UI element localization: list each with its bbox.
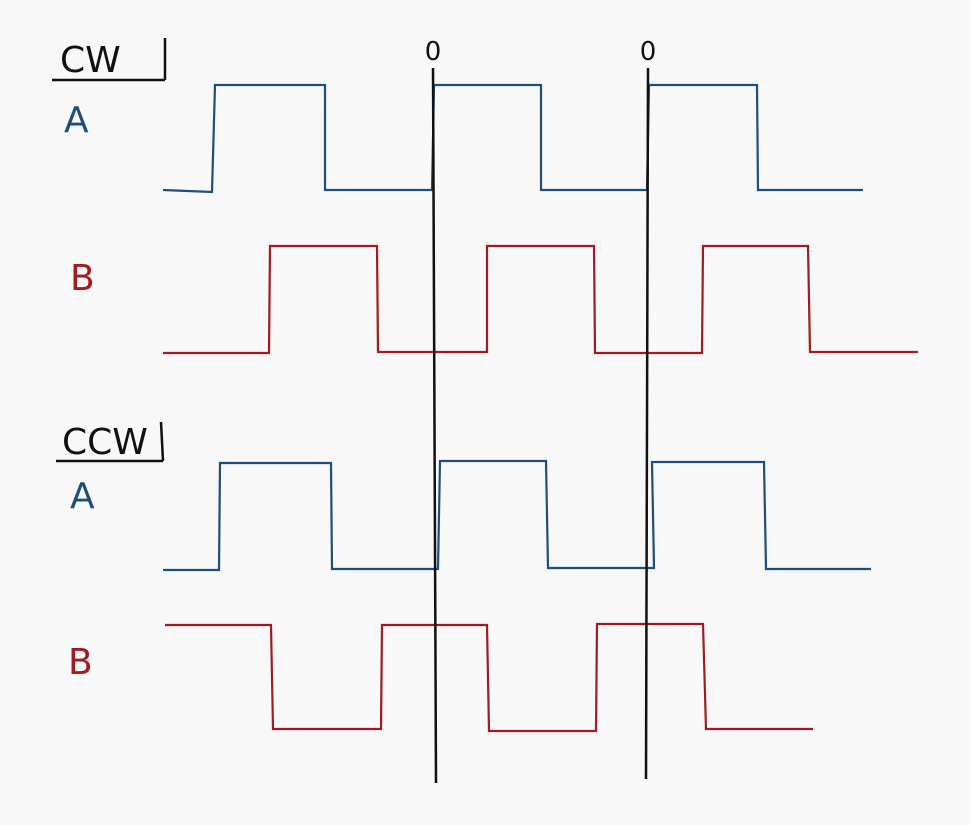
ccw-channel-b-waveform — [165, 622, 813, 733]
cw-channel-a-waveform — [162, 83, 863, 194]
ccw-label-divider — [159, 421, 165, 462]
index-markers: 0 0 — [425, 37, 657, 784]
ccw-channel-b-label: B — [68, 642, 93, 683]
ccw-section: CCW A B — [56, 421, 871, 733]
index-marker-label-1: 0 — [425, 37, 442, 67]
index-marker-line-1 — [431, 67, 438, 784]
ccw-channel-a-label: A — [70, 476, 95, 517]
ccw-channel-a-waveform — [163, 459, 871, 572]
cw-channel-b-waveform — [163, 244, 918, 355]
index-marker-line-2 — [644, 67, 650, 780]
cw-label: CW — [60, 40, 121, 81]
index-marker-label-2: 0 — [640, 37, 657, 67]
cw-channel-a-label: A — [64, 100, 89, 141]
cw-section: CW A B — [52, 38, 918, 355]
cw-channel-b-label: B — [70, 258, 95, 299]
ccw-label: CCW — [62, 422, 148, 463]
